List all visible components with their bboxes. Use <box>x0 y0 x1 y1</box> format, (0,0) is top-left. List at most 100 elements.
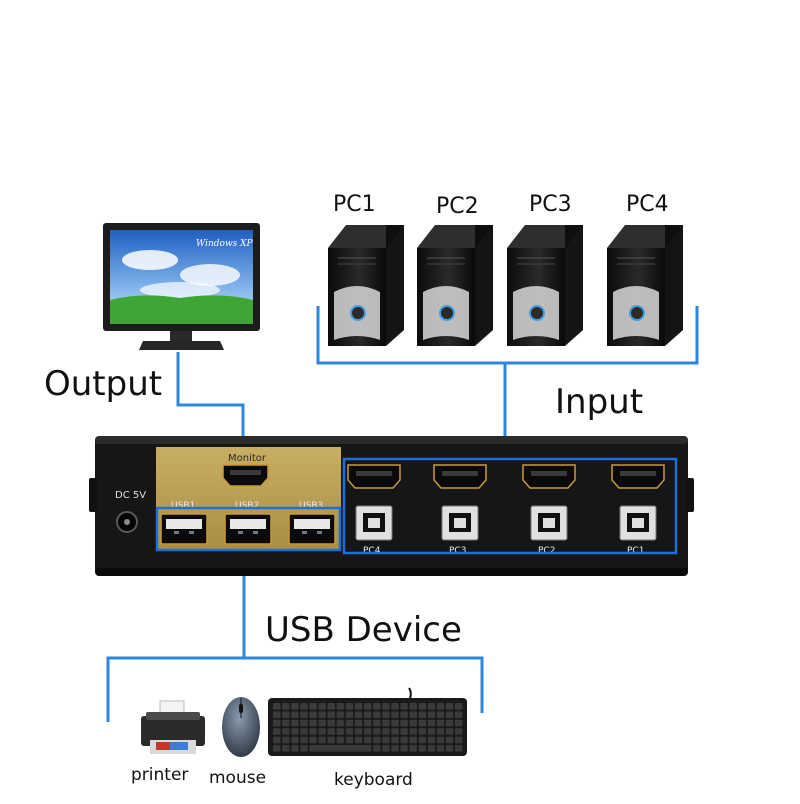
keyboard-key <box>309 728 317 735</box>
keyboard-key <box>336 703 345 710</box>
hdmi-input-port[interactable] <box>433 464 487 489</box>
keyboard-key <box>273 745 281 752</box>
keyboard-key <box>409 728 417 735</box>
pc2-label: PC2 <box>436 194 479 219</box>
switch-top-edge <box>95 436 688 444</box>
keyboard-key <box>409 703 417 710</box>
hdmi-input-port[interactable] <box>522 464 576 489</box>
keyboard-key <box>391 728 399 735</box>
keyboard-key <box>455 703 463 710</box>
keyboard-key <box>436 711 445 718</box>
tower-top <box>607 225 683 248</box>
printer-top <box>146 712 200 720</box>
keyboard-key <box>282 711 290 718</box>
printer-body <box>141 716 205 746</box>
keyboard-key <box>455 711 463 718</box>
usb-port-frame <box>155 506 342 552</box>
pc-port-label: PC4 <box>363 546 381 556</box>
input-label: Input <box>555 382 644 422</box>
pc-tower <box>328 225 404 346</box>
keyboard-body <box>268 698 467 756</box>
keyboard-key <box>291 711 299 718</box>
keyboard-key <box>409 736 417 744</box>
keyboard-key <box>391 736 399 744</box>
hdmi-input-port-inner <box>356 471 392 476</box>
usb-port-tongue <box>230 519 266 529</box>
hdmi-input-port[interactable] <box>611 464 665 489</box>
tower-top <box>417 225 493 248</box>
keyboard-key <box>282 745 290 752</box>
keyboard-key <box>327 711 335 718</box>
usb-b-port-tongue <box>454 518 466 528</box>
keyboard-spacebar <box>309 745 372 752</box>
keyboard-key <box>345 736 354 744</box>
pc-tower <box>607 225 683 346</box>
keyboard-key <box>300 719 308 727</box>
cloud-shape <box>180 264 240 286</box>
keyboard-key <box>282 719 290 727</box>
keyboard-key <box>273 719 281 727</box>
keyboard-key <box>336 719 345 727</box>
tower-side-panel <box>565 225 583 346</box>
keyboard-key <box>382 711 390 718</box>
keyboard-key <box>445 703 454 710</box>
keyboard-key <box>309 711 317 718</box>
keyboard-key <box>336 736 345 744</box>
pc-port-label: PC2 <box>538 546 555 556</box>
keyboard-key <box>427 719 436 727</box>
keyboard-key <box>373 745 381 752</box>
keyboard-key <box>345 719 354 727</box>
keyboard-key <box>455 719 463 727</box>
keyboard-key <box>445 711 454 718</box>
usb-port-label: USB3 <box>299 501 323 511</box>
keyboard-key <box>455 728 463 735</box>
hdmi-output-port[interactable] <box>222 464 269 487</box>
keyboard-key <box>382 745 390 752</box>
keyboard-key <box>445 736 454 744</box>
usb-port-contact <box>253 531 258 534</box>
keyboard-key <box>427 703 436 710</box>
usb-port-contact <box>317 531 322 534</box>
keyboard-key <box>373 719 381 727</box>
keyboard-key <box>291 719 299 727</box>
switch-bottom-edge <box>95 568 688 576</box>
keyboard-key <box>382 703 390 710</box>
keyboard-key <box>382 728 390 735</box>
keyboard-key <box>282 728 290 735</box>
usb-port-contact <box>238 531 243 534</box>
input-port-frame <box>342 457 678 555</box>
keyboard-key <box>345 728 354 735</box>
hdmi-input-port[interactable] <box>347 464 401 489</box>
hdmi-output-port-inner <box>230 470 261 475</box>
keyboard-key <box>391 711 399 718</box>
pc-towers <box>328 225 683 346</box>
keyboard-key <box>318 736 326 744</box>
keyboard-key <box>409 745 417 752</box>
keyboard-key <box>436 719 445 727</box>
keyboard-key <box>373 711 381 718</box>
keyboard-key <box>400 745 408 752</box>
grass-shape <box>110 295 253 324</box>
usb-port-tongue <box>166 519 202 529</box>
pc-tower <box>507 225 583 346</box>
monitor: Windows XP <box>103 223 260 350</box>
printer <box>141 700 205 754</box>
keyboard-key <box>354 736 363 744</box>
keyboard-key <box>373 703 381 710</box>
keyboard-cable <box>408 687 412 700</box>
keyboard-key <box>364 736 372 744</box>
keyboard-key <box>354 728 363 735</box>
cloud-shape <box>140 282 220 298</box>
keyboard-key <box>345 703 354 710</box>
usb-port-contact <box>174 531 179 534</box>
keyboard-key <box>291 703 299 710</box>
keyboard-key <box>364 719 372 727</box>
keyboard-key <box>409 719 417 727</box>
usb-port-contact <box>302 531 307 534</box>
keyboard-key <box>418 719 426 727</box>
keyboard-key <box>273 736 281 744</box>
switch-right-cap <box>686 478 694 512</box>
